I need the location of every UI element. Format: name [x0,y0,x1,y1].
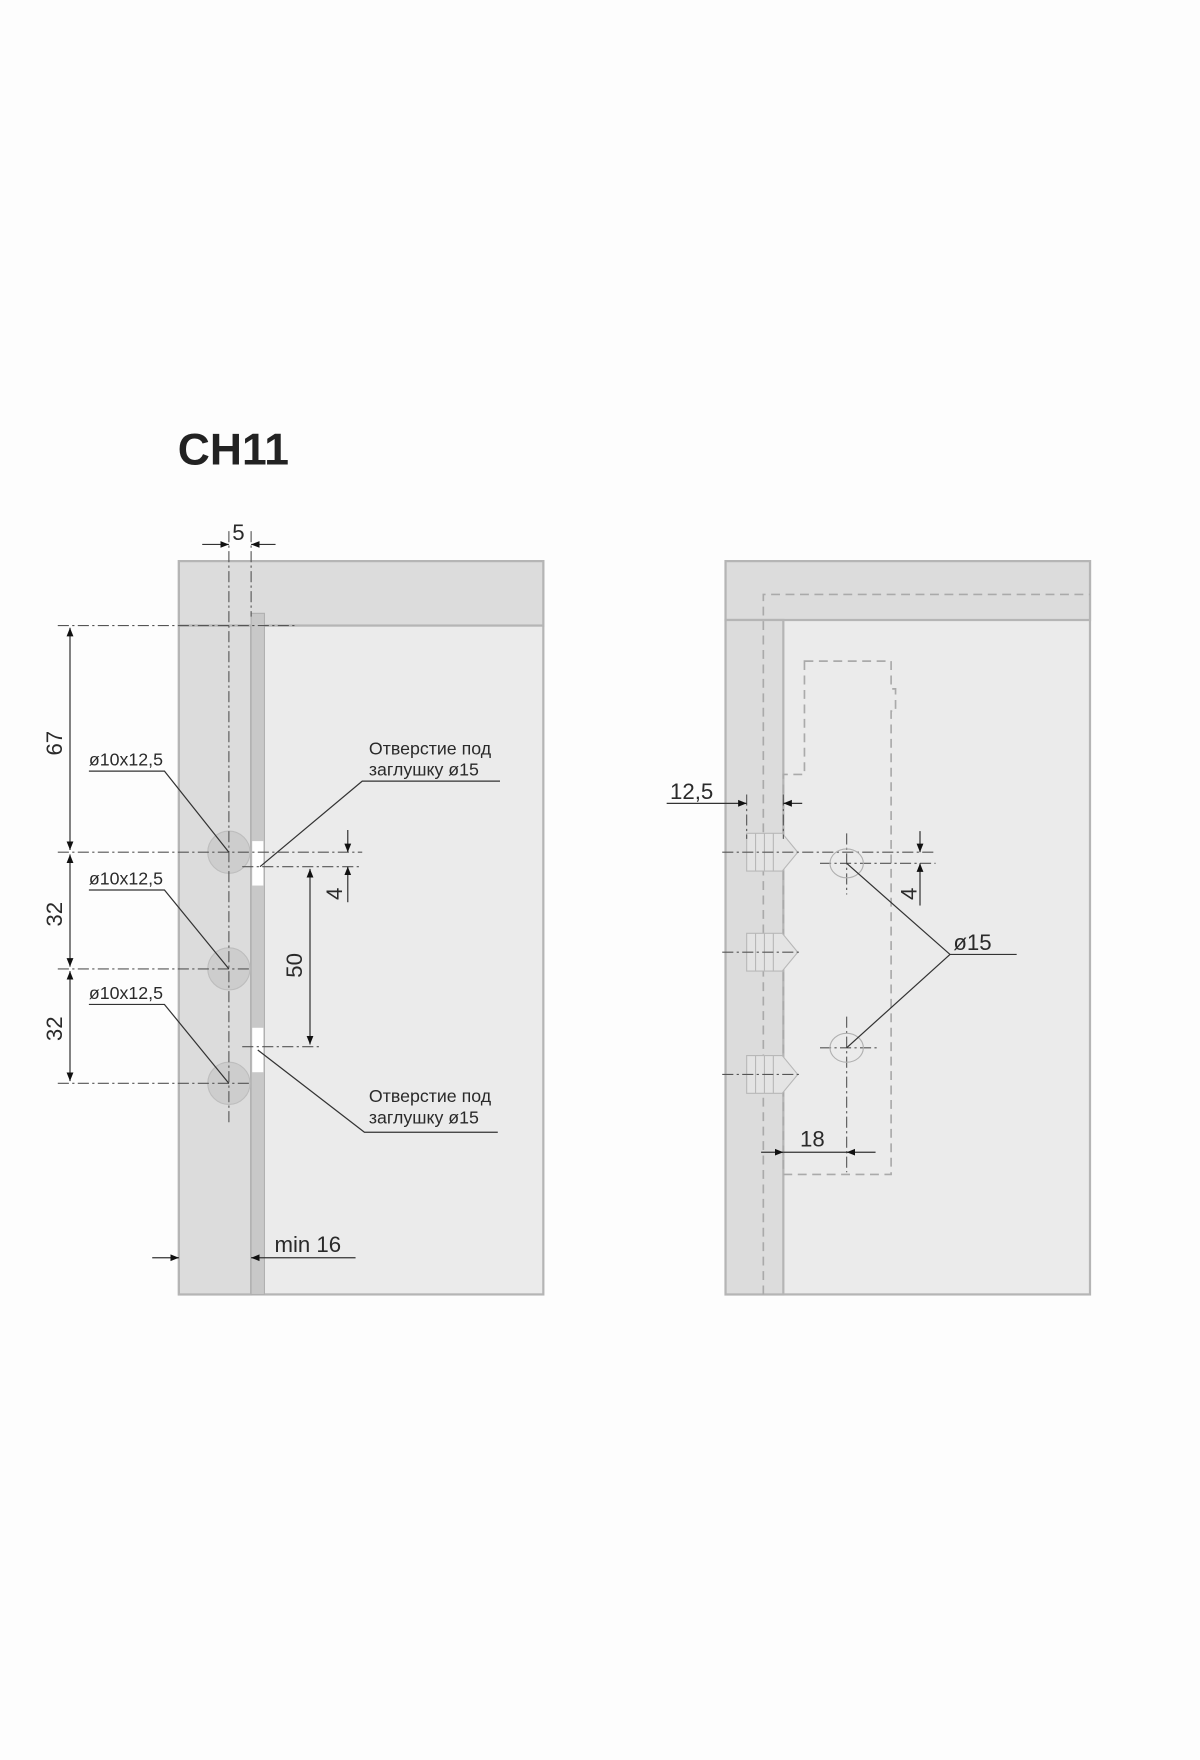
hole-label-2: ø10x12,5 [89,868,163,888]
dim-4-right: 4 [897,888,922,900]
right-view: 12,5 4 ø15 18 [666,560,1092,1296]
dim-18: 18 [800,1127,825,1152]
cap-label-bottom-2: заглушку ø15 [369,1107,479,1127]
cabinet-panel-right [724,560,1092,1296]
hinge-bracket-outline [782,660,897,1176]
dim-67: 67 [42,731,67,756]
dim-offset-5: 5 [232,520,244,545]
top-panel [177,560,545,627]
drawing-title: CH11 [178,425,289,474]
dim-4-left: 4 [322,888,347,900]
cap-diameter-label: ø15 [953,930,991,955]
left-view: 5 67 32 32 ø10x12,5 ø10x12,5 ø10x12,5 От… [42,520,545,1296]
dim-32-b: 32 [42,1016,67,1041]
dim-32-a: 32 [42,902,67,927]
cap-label-top-1: Отверстие под [369,738,492,758]
cap-hole-2 [829,1032,864,1063]
cap-hole-top [252,841,264,886]
hole-label-3: ø10x12,5 [89,983,163,1003]
dim-12-5: 12,5 [670,779,713,804]
cap-label-bottom-1: Отверстие под [369,1086,492,1106]
hole-label-1: ø10x12,5 [89,750,163,770]
mounting-plate [250,612,265,1295]
dim-50: 50 [282,953,307,978]
cap-hole-1 [829,848,864,879]
top-panel-right [724,560,1092,622]
dim-min-16: min 16 [274,1232,341,1257]
cap-label-top-2: заглушку ø15 [369,760,479,780]
